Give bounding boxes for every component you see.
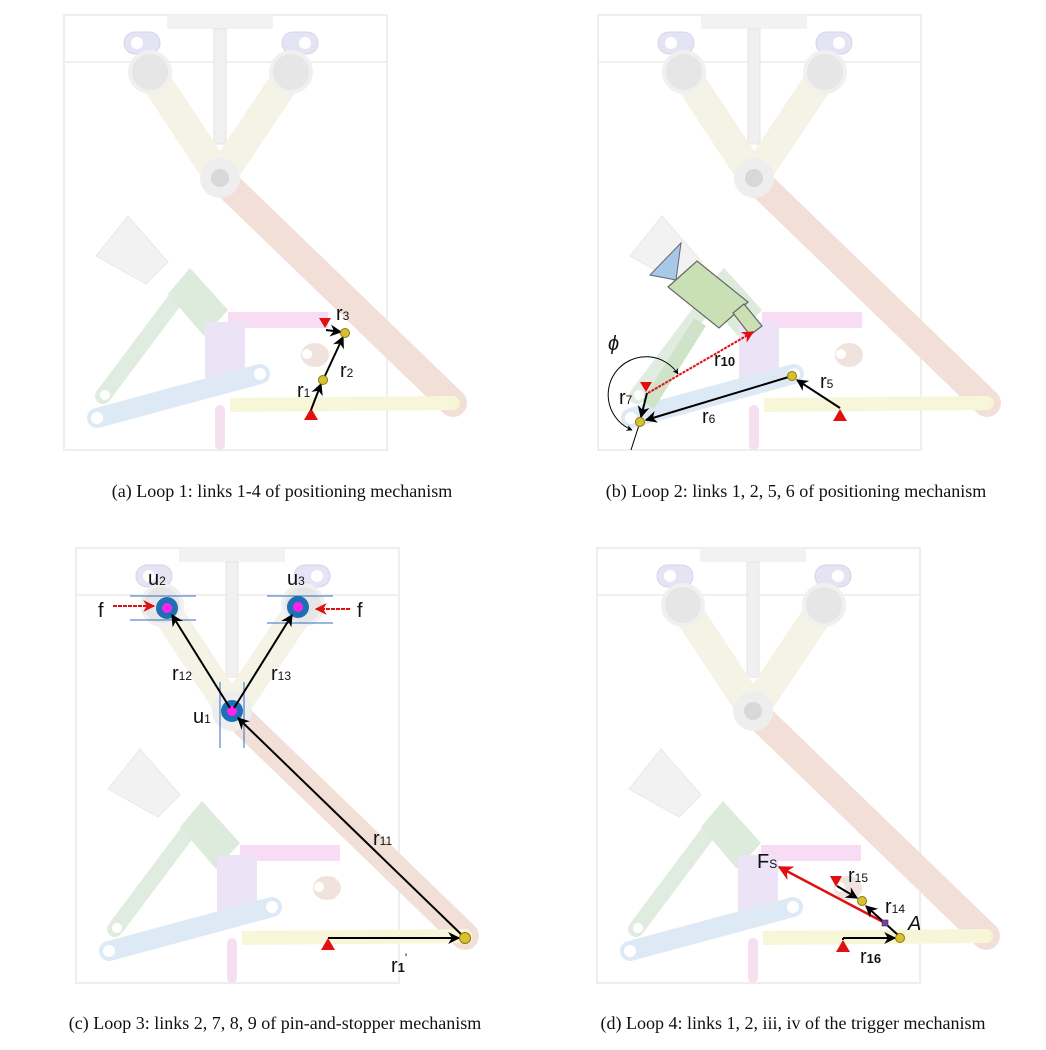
- joint-dot-a: [895, 933, 905, 943]
- vector-r11: [237, 717, 466, 939]
- ground-triangle: [836, 940, 850, 952]
- label-r2: r2: [340, 360, 354, 382]
- vector-r3: [325, 324, 343, 337]
- label-r14: r14: [885, 896, 905, 918]
- label-f-left: f: [98, 600, 104, 622]
- label-r6: r6: [702, 406, 716, 428]
- vector-r5: [795, 379, 841, 409]
- panel-b: ϕ r10 r7 r6 r5: [598, 15, 994, 450]
- label-a: A: [907, 913, 921, 935]
- vector-r2: [322, 335, 344, 381]
- gun-body: [667, 260, 749, 329]
- joint-dot: [857, 896, 867, 906]
- gun-barrel: [732, 303, 763, 336]
- bearing-center: [227, 706, 237, 716]
- panel-c: f f u2 u3 u1 r12 r13 r11 r1': [76, 548, 472, 983]
- joint-dot: [787, 371, 797, 381]
- joint-dot: [340, 328, 350, 338]
- vector-r12: [171, 613, 231, 709]
- point-marker: [881, 919, 889, 927]
- label-r11: r11: [373, 828, 392, 850]
- caption-c: (c) Loop 3: links 2, 7, 8, 9 of pin-and-…: [68, 1013, 482, 1033]
- angle-phi-arc: [607, 356, 679, 431]
- mechanism-background: [597, 548, 993, 983]
- ground-triangle: [833, 409, 847, 421]
- panel-a: r3 r2 r1: [64, 15, 460, 450]
- joint-dot: [318, 375, 328, 385]
- caption-b: (b) Loop 2: links 1, 2, 5, 6 of position…: [605, 481, 987, 501]
- bearing-center: [162, 603, 172, 613]
- ground-triangle: [319, 318, 331, 328]
- joint-dot: [459, 932, 471, 944]
- caption-d: (d) Loop 4: links 1, 2, iii, iv of the t…: [600, 1013, 986, 1033]
- bearing-center: [293, 602, 303, 612]
- panel-d: FS r15 r14 A r16: [597, 548, 993, 983]
- label-u2: u2: [148, 568, 166, 590]
- vector-r15: [836, 885, 859, 899]
- vector-r1: [310, 382, 323, 411]
- vector-r13: [233, 613, 293, 709]
- label-r15: r15: [848, 865, 868, 887]
- caption-a: (a) Loop 1: links 1-4 of positioning mec…: [111, 481, 453, 501]
- label-u1: u1: [193, 706, 211, 728]
- mechanism-background: [76, 548, 472, 983]
- mechanism-background: [64, 15, 460, 450]
- label-r12: r12: [172, 663, 192, 685]
- label-r13: r13: [271, 663, 291, 685]
- label-r1: r1: [297, 380, 311, 402]
- funnel-shape: [648, 241, 682, 281]
- label-r1-prime: r1': [391, 951, 407, 977]
- label-r5: r5: [820, 371, 834, 393]
- label-r16: r16: [860, 946, 881, 968]
- label-phi: ϕ: [608, 333, 619, 355]
- label-u3: u3: [287, 568, 305, 590]
- ground-triangle: [321, 938, 335, 950]
- label-f-right: f: [357, 600, 363, 622]
- label-fs: FS: [757, 851, 777, 873]
- joint-dot: [635, 417, 645, 427]
- label-r7: r7: [619, 387, 633, 409]
- label-r3: r3: [336, 303, 350, 325]
- label-r10: r10: [714, 349, 735, 371]
- ground-triangle: [830, 876, 842, 887]
- ground-triangle: [304, 408, 318, 420]
